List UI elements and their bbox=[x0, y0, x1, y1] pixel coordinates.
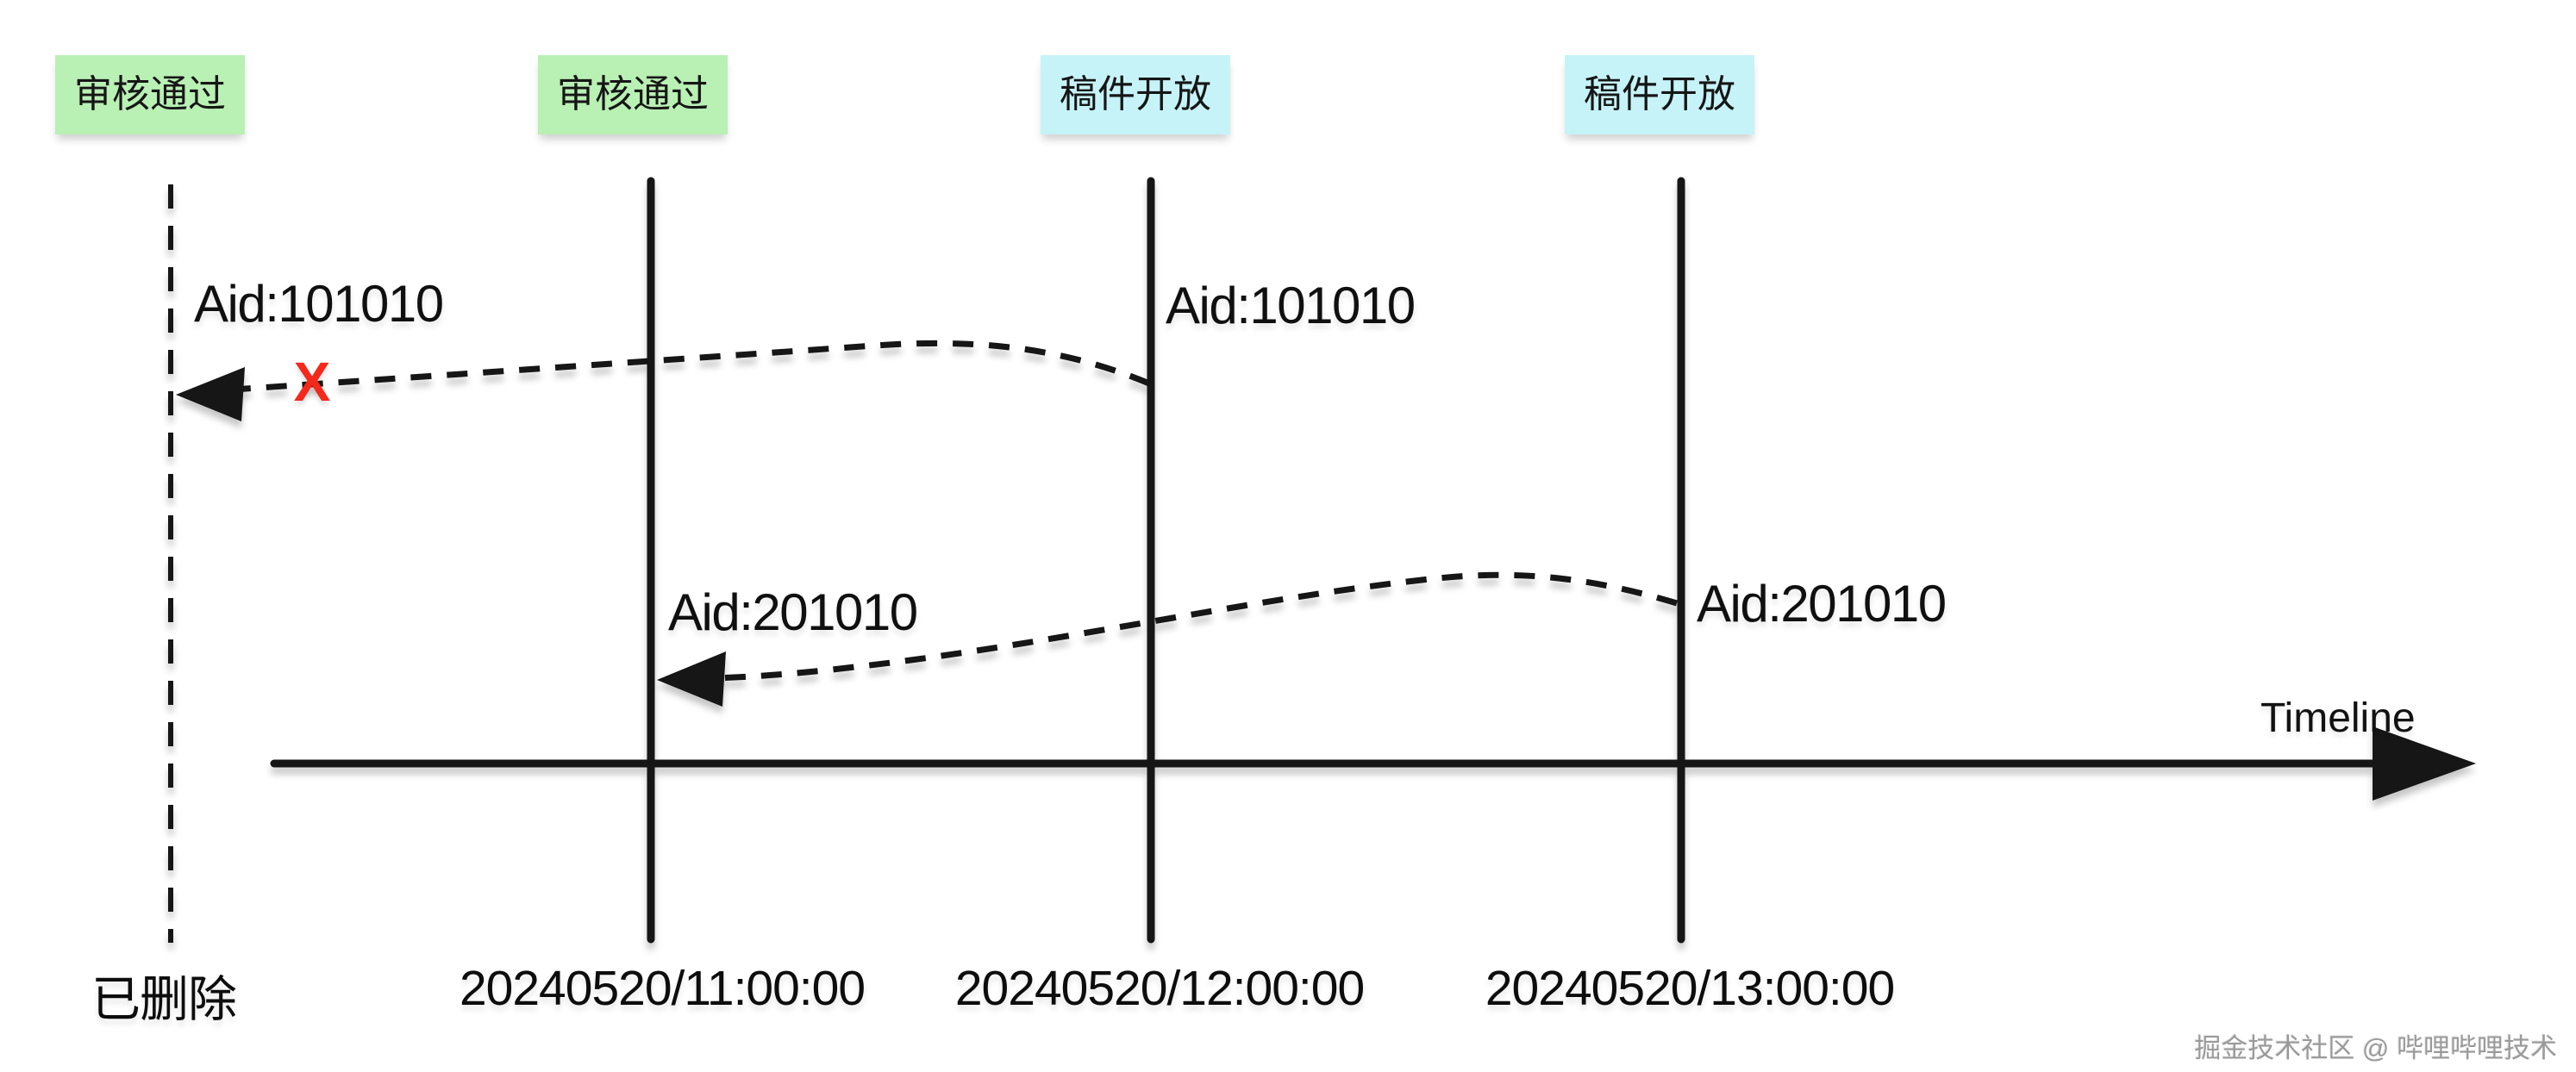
timestamp-1200: 20240520/12:00:00 bbox=[954, 961, 1365, 1016]
axis-arrowhead-icon bbox=[2373, 726, 2476, 801]
timeline-axis-label: Timeline bbox=[2260, 695, 2416, 741]
aid-label-201010-at-1100: Aid:201010 bbox=[668, 583, 918, 641]
status-label-approved-deleted: 审核通过 bbox=[55, 55, 245, 134]
timestamp-1300: 20240520/13:00:00 bbox=[1485, 961, 1895, 1016]
watermark-credit: 掘金技术社区 @ 哔哩哔哩技术 bbox=[2194, 1033, 2557, 1063]
timestamp-deleted: 已删除 bbox=[91, 972, 237, 1027]
status-label-open-1300: 稿件开放 bbox=[1565, 55, 1754, 134]
status-label-open-1200: 稿件开放 bbox=[1041, 55, 1230, 134]
status-label-approved-1100: 审核通过 bbox=[538, 55, 728, 134]
transfer-arrow-201010-arrowhead-icon bbox=[657, 651, 726, 707]
transfer-arrow-101010 bbox=[194, 340, 1151, 396]
aid-label-101010-at-deleted: Aid:101010 bbox=[194, 275, 444, 333]
aid-label-101010-at-1200: Aid:101010 bbox=[1166, 277, 1416, 334]
transfer-arrow-101010-arrowhead-icon bbox=[176, 367, 245, 421]
blocked-x-marker: X bbox=[293, 351, 331, 413]
timestamp-1100: 20240520/11:00:00 bbox=[459, 961, 866, 1016]
aid-label-201010-at-1300: Aid:201010 bbox=[1697, 575, 1947, 633]
